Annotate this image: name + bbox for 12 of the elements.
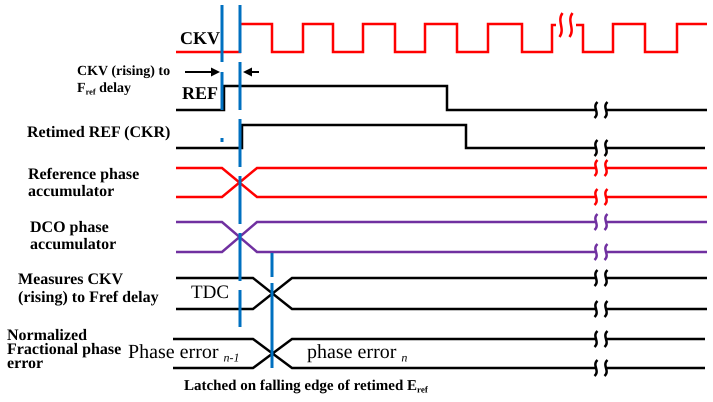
- signal-name: Reference phase accumulator: [28, 166, 140, 200]
- signal-name: REF: [182, 83, 218, 103]
- value-label: Phase error $_{n-1}$: [128, 341, 240, 363]
- signal-name: Measures CKV (rising) to Fref delay: [18, 271, 160, 307]
- caption-text: Latched on falling edge of retimed E$_{ref}$: [184, 377, 428, 395]
- signal-name: Normalized Fractional phase error: [7, 329, 122, 371]
- annotation-text: CKV (rising) to F$_{ref}$ delay: [77, 63, 172, 97]
- signal-name: DCO phase accumulator: [30, 219, 118, 253]
- signal-name: CKV: [180, 28, 220, 48]
- value-label: phase error $_{n}$: [307, 341, 408, 363]
- block-label: TDC: [191, 282, 229, 304]
- signal-name: Retimed REF (CKR): [27, 124, 170, 142]
